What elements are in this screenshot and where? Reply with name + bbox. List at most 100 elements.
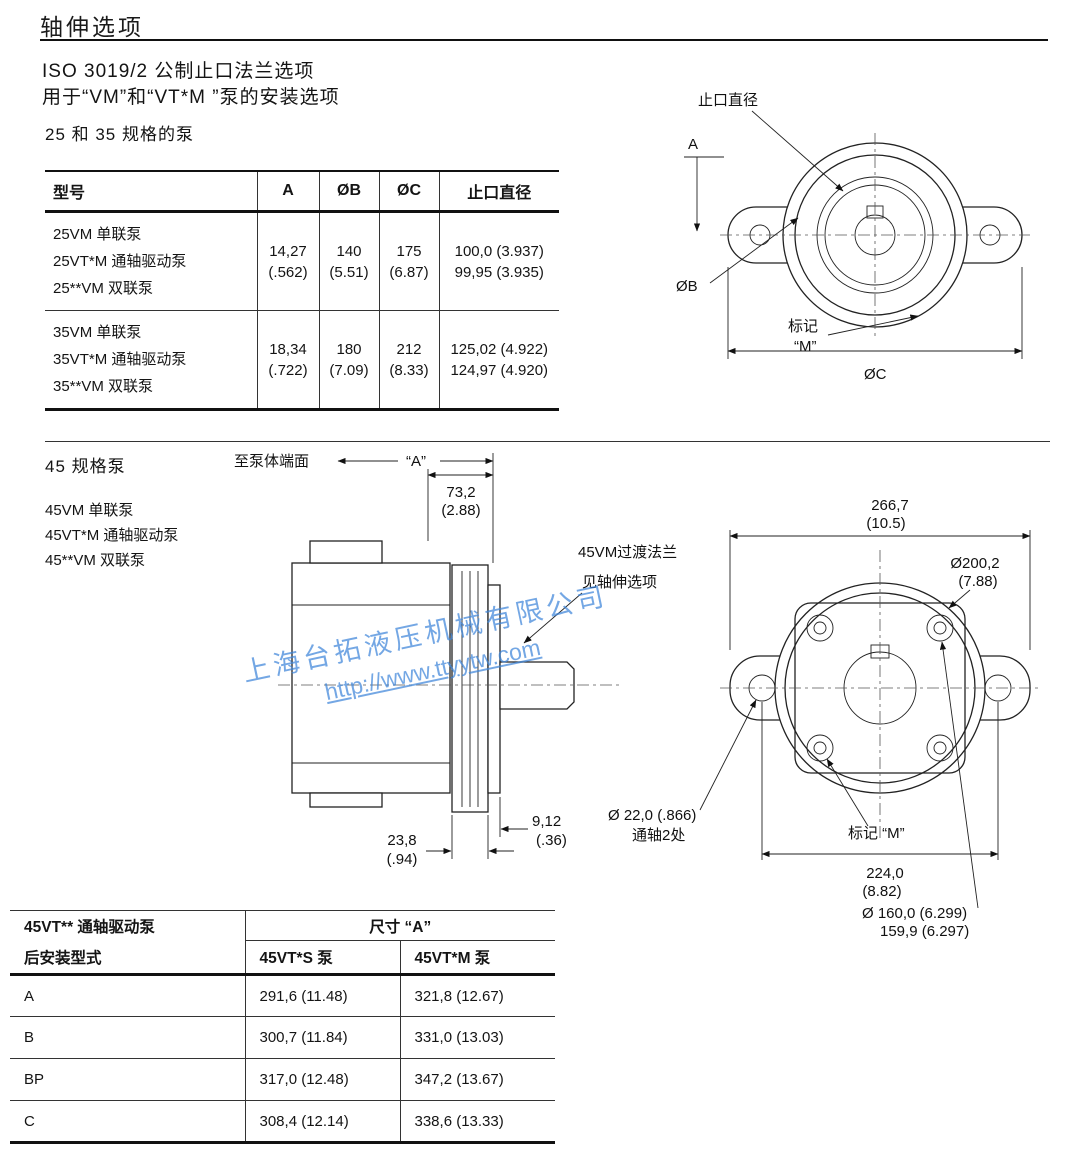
model-line: 45VT*M 通轴驱动泵 xyxy=(45,527,179,544)
dim-oc-label: ØC xyxy=(864,366,887,383)
value-mm: 212 xyxy=(396,340,422,358)
dim-ob-label: ØB xyxy=(676,278,698,295)
flange-note: 45VM过渡法兰 见轴伸选项 xyxy=(523,544,677,644)
spigot-diameter-label: 止口直径 xyxy=(698,92,758,109)
col-45vtm-header: 45VT*M 泵 xyxy=(399,940,555,976)
cell-a: 18,34 (.722) xyxy=(256,310,319,410)
flange-outline xyxy=(720,133,1030,337)
model-line: 45VM 单联泵 xyxy=(45,502,134,519)
pump-45vt-dimension-table: 45VT** 通轴驱动泵 尺寸 “A” 后安装型式 45VT*S 泵 45VT*… xyxy=(10,910,555,1144)
dim-9-12-mm: 9,12 xyxy=(532,813,561,830)
value-mm: 175 xyxy=(396,242,422,260)
cell-oc: 212 (8.33) xyxy=(378,310,439,410)
value-mm: 14,27 xyxy=(269,242,307,260)
dim-73-2-mm: 73,2 xyxy=(446,484,475,501)
value-in: (7.09) xyxy=(329,361,369,379)
dim-266-7-mm: 266,7 xyxy=(871,497,909,514)
value-45vtm: 331,0 (13.03) xyxy=(399,1016,555,1059)
value-mm: 18,34 xyxy=(269,340,307,358)
value-45vts: 300,7 (11.84) xyxy=(244,1016,400,1059)
col-header-ob: ØB xyxy=(318,171,379,213)
value-in: (.562) xyxy=(268,263,308,281)
model-line: 35**VM 双联泵 xyxy=(53,378,154,395)
table-row-c: C 308,4 (12.14) 338,6 (13.33) xyxy=(10,1100,555,1143)
col-header-a: A xyxy=(256,171,319,213)
cell-spigot: 100,0 (3.937) 99,95 (3.935) xyxy=(438,211,559,311)
pump-45-side-view-drawing: 至泵体端面 “A” 73,2 (2.88) 45VM过渡法兰 xyxy=(234,453,677,868)
title-rule xyxy=(40,39,1048,41)
cell-oc: 175 (6.87) xyxy=(378,211,439,311)
col1-header: 45VT** 通轴驱动泵 xyxy=(24,918,155,936)
row-label: BP xyxy=(10,1058,245,1101)
cell-models: 35VM 单联泵 35VT*M 通轴驱动泵 35**VM 双联泵 xyxy=(45,311,257,410)
dimension-annotations: 止口直径 A ØB 标记 “M” ØC xyxy=(676,92,1023,383)
iso-heading-line2: 用于“VM”和“VT*M ”泵的安装选项 xyxy=(42,87,340,108)
flange-front-view-45-drawing: 266,7 (10.5) Ø200,2 (7.88) Ø 22,0 (.866)… xyxy=(608,497,1040,940)
cell-spigot: 125,02 (4.922) 124,97 (4.920) xyxy=(438,310,559,410)
page-title: 轴伸选项 xyxy=(40,14,144,40)
dim-9-12-in: (.36) xyxy=(536,832,567,849)
table-row-a: A 291,6 (11.48) 321,8 (12.67) xyxy=(10,974,555,1017)
section-divider xyxy=(45,441,1050,442)
flange-note-line1: 45VM过渡法兰 xyxy=(578,544,677,561)
dia-22-0-label: Ø 22,0 (.866) xyxy=(608,807,696,824)
value-mm: 180 xyxy=(336,340,362,358)
cell-models: 25VM 单联泵 25VT*M 通轴驱动泵 25**VM 双联泵 xyxy=(45,211,257,311)
model-line: 25**VM 双联泵 xyxy=(53,280,154,297)
table-header-row-1: 45VT** 通轴驱动泵 尺寸 “A” xyxy=(10,910,555,941)
value-line: 124,97 (4.920) xyxy=(450,361,549,379)
dimension-annotations: 266,7 (10.5) Ø200,2 (7.88) Ø 22,0 (.866)… xyxy=(608,497,1031,940)
flange-outline xyxy=(720,550,1040,838)
mark-label: 标记 xyxy=(788,318,818,335)
table-header-row: 型号 A ØB ØC 止口直径 xyxy=(45,171,559,213)
flange-note-line2: 见轴伸选项 xyxy=(582,574,657,591)
value-45vts: 308,4 (12.14) xyxy=(244,1100,400,1143)
row-label: A xyxy=(10,974,245,1017)
mount-type-header: 后安装型式 xyxy=(10,940,245,976)
size-45-heading: 45 规格泵 xyxy=(45,457,126,476)
dim-a-span-header: 尺寸 “A” xyxy=(244,910,555,941)
model-line: 45**VM 双联泵 xyxy=(45,552,146,569)
value-in: (.722) xyxy=(268,361,308,379)
dim-224-0-in: (8.82) xyxy=(862,883,901,900)
value-line: 99,95 (3.935) xyxy=(454,263,544,281)
table-row-bp: BP 317,0 (12.48) 347,2 (13.67) xyxy=(10,1058,555,1101)
dim-23-8-in: (.94) xyxy=(387,851,418,868)
model-line: 35VT*M 通轴驱动泵 xyxy=(53,351,187,368)
bottom-dimensions: 23,8 (.94) 9,12 (.36) xyxy=(387,797,567,868)
value-45vtm: 338,6 (13.33) xyxy=(399,1100,555,1143)
row-label: B xyxy=(10,1016,245,1059)
value-mm: 140 xyxy=(336,242,362,260)
value-line: 125,02 (4.922) xyxy=(450,340,549,358)
dia-160-0-line2: 159,9 (6.297) xyxy=(880,923,969,940)
value-line: 100,0 (3.937) xyxy=(454,242,544,260)
col-header-model: 型号 xyxy=(45,171,257,213)
value-45vtm: 321,8 (12.67) xyxy=(399,974,555,1017)
dim-23-8-mm: 23,8 xyxy=(387,832,416,849)
model-line: 25VM 单联泵 xyxy=(53,226,142,243)
dim-a-label: “A” xyxy=(406,453,426,470)
pump-face-label: 至泵体端面 xyxy=(234,453,309,470)
dim-a-label: A xyxy=(688,136,698,153)
dim-266-7-in: (10.5) xyxy=(866,515,905,532)
size-25-35-subheading: 25 和 35 规格的泵 xyxy=(45,125,194,144)
cell-ob: 180 (7.09) xyxy=(318,310,379,410)
mark-m-label: “M” xyxy=(794,338,817,355)
table-row-35: 35VM 单联泵 35VT*M 通轴驱动泵 35**VM 双联泵 18,34 (… xyxy=(45,310,559,410)
dia-160-0-line1: Ø 160,0 (6.299) xyxy=(862,905,967,922)
model-line: 25VT*M 通轴驱动泵 xyxy=(53,253,187,270)
value-in: (8.33) xyxy=(389,361,429,379)
flange-front-view-25-35-drawing: 止口直径 A ØB 标记 “M” ØC xyxy=(676,92,1030,383)
value-45vtm: 347,2 (13.67) xyxy=(399,1058,555,1101)
col-header-oc: ØC xyxy=(378,171,439,213)
value-in: (5.51) xyxy=(329,263,369,281)
dia-200-2-in: (7.88) xyxy=(958,573,997,590)
dim-73-2-in: (2.88) xyxy=(441,502,480,519)
value-45vts: 291,6 (11.48) xyxy=(244,974,400,1017)
size-45-model-list: 45VM 单联泵 45VT*M 通轴驱动泵 45**VM 双联泵 xyxy=(45,498,178,573)
model-line: 35VM 单联泵 xyxy=(53,324,142,341)
cell-a: 14,27 (.562) xyxy=(256,211,319,311)
table-row-25: 25VM 单联泵 25VT*M 通轴驱动泵 25**VM 双联泵 14,27 (… xyxy=(45,211,559,311)
dim-a-top: 至泵体端面 “A” 73,2 (2.88) xyxy=(234,453,494,563)
